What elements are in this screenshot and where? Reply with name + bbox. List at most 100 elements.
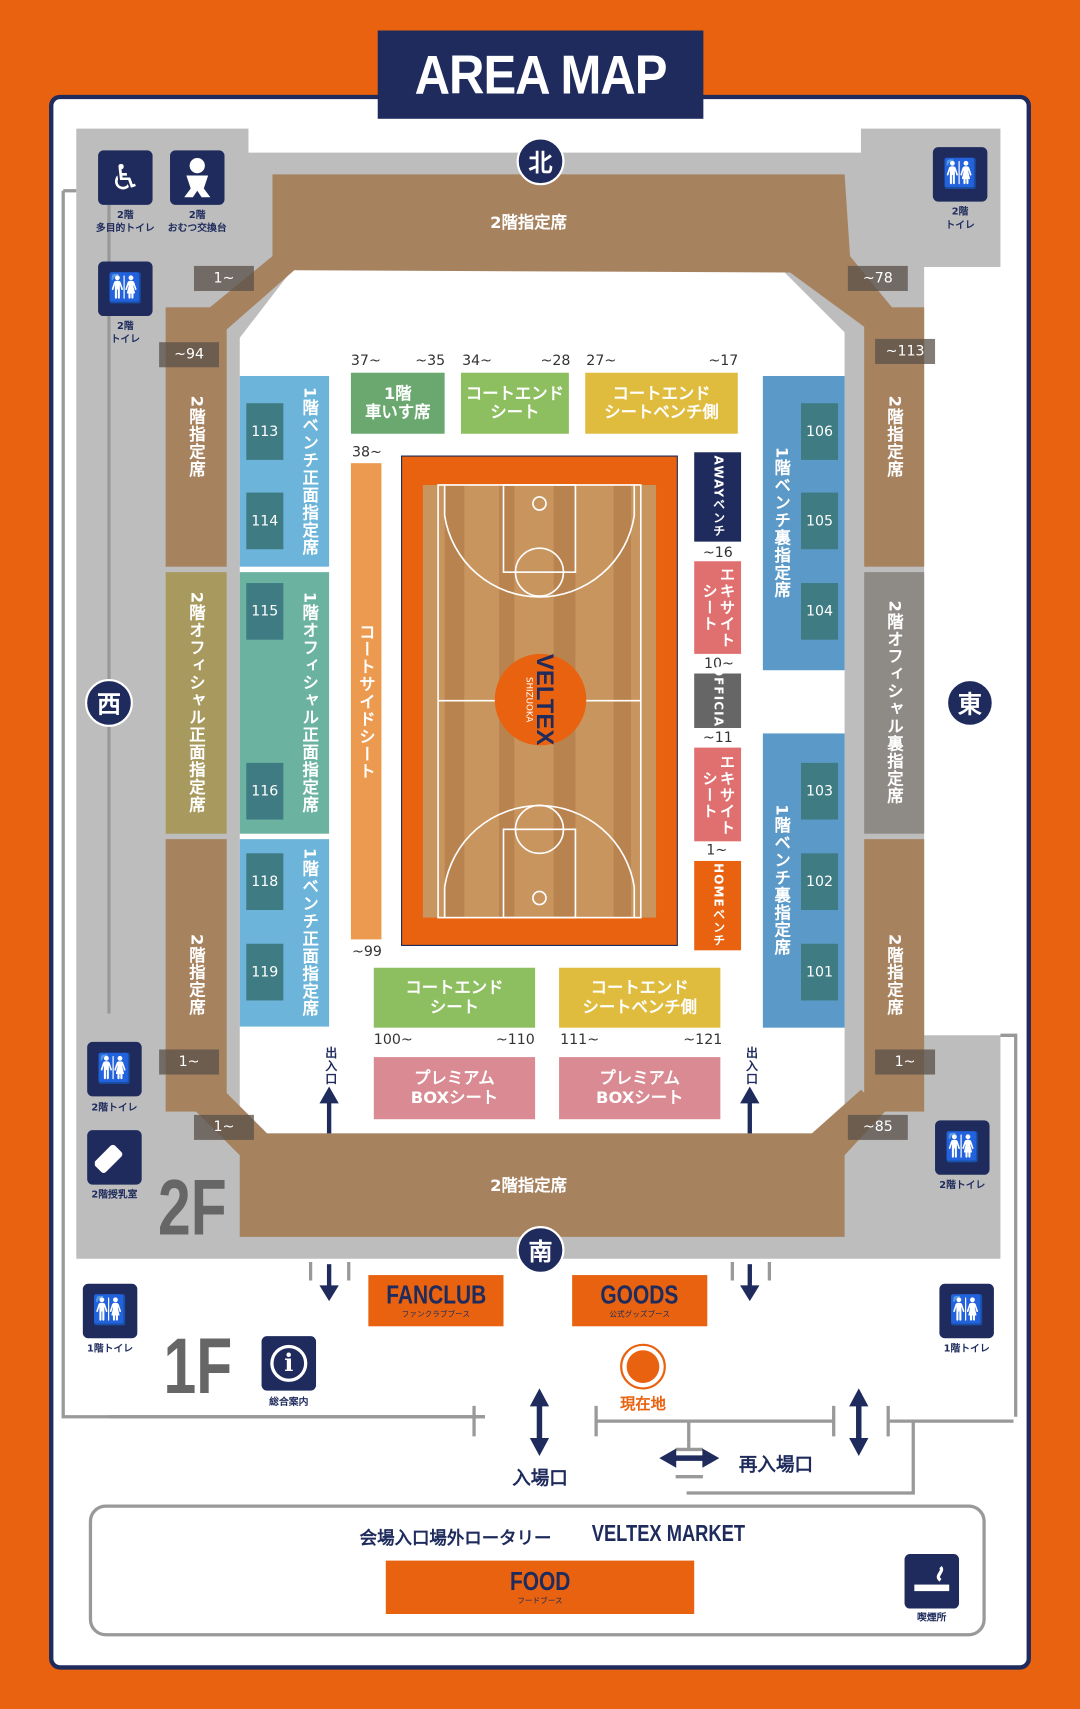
seat-range-to: ~99 [352, 943, 382, 961]
section-court-end-bench-south[interactable]: コートエンド シートベンチ側 [559, 967, 721, 1028]
page-title: AREA MAP [377, 30, 704, 119]
block-102[interactable]: 102 [801, 853, 839, 910]
booth-subtitle: ファンクラブブース [401, 1309, 471, 1319]
baby-changing-icon[interactable] [170, 150, 225, 205]
exit-arrows [319, 1086, 869, 1468]
stand-bottom-label: 2階指定席 [490, 1175, 567, 1196]
seat-tag: 1~ [193, 265, 254, 291]
section-court-end-north[interactable]: コートエンド シート [460, 372, 569, 434]
block-105[interactable]: 105 [801, 492, 839, 550]
seat-range-from: 100~ [373, 1032, 413, 1049]
block-101[interactable]: 101 [801, 943, 839, 1001]
toilet-icon[interactable]: 🚻 [932, 147, 988, 202]
block-116[interactable]: 116 [246, 762, 284, 820]
info-label: 総合案内 [269, 1397, 309, 1409]
team-logo: VELTEX SHIZUOKA [494, 653, 587, 746]
facility-name: トイレ [110, 334, 141, 346]
premium-box-left[interactable]: プレミアム BOXシート [373, 1057, 536, 1120]
multi-toilet-label: 2階多目的トイレ [87, 210, 163, 235]
section-courtside[interactable]: コートサイドシート [350, 463, 382, 940]
seat-range: 10~ [704, 656, 734, 673]
west-marker: 西 [85, 678, 133, 727]
block-106[interactable]: 106 [801, 403, 839, 460]
floor-1f-label: 1F [163, 1323, 233, 1411]
floor-label: 2階 [188, 210, 206, 222]
rotary-box [88, 1504, 986, 1637]
seat-range-from: 38~ [352, 444, 382, 461]
seat-range-from: 37~ [350, 353, 381, 370]
toilet-2f-right-label: 2階トイレ [922, 207, 998, 232]
toilet-2f-left-label: 2階トイレ [87, 321, 163, 346]
excite-seat-north[interactable]: エキサイトシート [694, 561, 742, 654]
toilet-icon[interactable]: 🚻 [935, 1120, 990, 1175]
smoking-label: 喫煙所 [917, 1612, 947, 1624]
baby-bottle-icon[interactable] [87, 1130, 142, 1185]
block-119[interactable]: 119 [246, 943, 284, 1001]
diaper-label: 2階おむつ交換台 [159, 210, 235, 235]
block-104[interactable]: 104 [801, 583, 839, 640]
current-location-marker [620, 1343, 666, 1390]
booth-title: FOOD [509, 1566, 571, 1597]
exit-label-right: 出入口 [744, 1046, 759, 1086]
seat-tag: 1~ [159, 1049, 220, 1075]
south-marker: 南 [516, 1226, 565, 1274]
logo-name: VELTEX [531, 653, 560, 746]
block-115[interactable]: 115 [246, 583, 284, 640]
section-wheelchair[interactable]: 1階 車いす席 [350, 372, 445, 434]
toilet-icon[interactable]: 🚻 [939, 1283, 994, 1339]
toilet-2f-bl-label: 2階トイレ [91, 1102, 138, 1114]
facility-name: おむつ交換台 [167, 223, 227, 234]
stand-left-official[interactable]: 2階オフィシャル正面指定席 [165, 572, 227, 834]
seat-range-to: ~35 [415, 353, 446, 370]
stand-right-official[interactable]: 2階オフィシャル裏指定席 [864, 572, 925, 834]
floor-2f-label: 2F [158, 1164, 227, 1253]
block-113[interactable]: 113 [246, 403, 284, 460]
block-114[interactable]: 114 [246, 492, 284, 550]
section-court-end-south[interactable]: コートエンド シート [373, 967, 536, 1028]
seat-tag: 1~ [875, 1049, 936, 1075]
toilet-icon[interactable]: 🚻 [87, 1041, 142, 1097]
premium-box-right[interactable]: プレミアム BOXシート [559, 1057, 721, 1120]
floor-label: 2階 [951, 207, 969, 218]
toilet-icon[interactable]: 🚻 [82, 1283, 138, 1339]
1f-walls [108, 1033, 1018, 1495]
toilet-1f-left-label: 1階トイレ [87, 1343, 134, 1355]
seat-range-to: ~121 [683, 1032, 723, 1049]
seat-range: 1~ [706, 842, 728, 859]
facility-name: 多目的トイレ [95, 223, 155, 234]
reentrance-label: 再入場口 [738, 1454, 813, 1477]
floor-label: 2階 [117, 210, 134, 222]
seat-range-from: 111~ [560, 1032, 600, 1049]
seat-tag: ~94 [159, 342, 220, 368]
facility-name: トイレ [945, 219, 975, 231]
section-label: 1階ベンチ正面指定席 [300, 848, 320, 1018]
stand-top-shape [199, 174, 900, 333]
smoking-icon[interactable] [904, 1554, 960, 1609]
seat-range: ~11 [702, 730, 733, 747]
section-court-end-bench-north[interactable]: コートエンド シートベンチ側 [585, 372, 738, 434]
home-bench[interactable]: HOMEベンチ [694, 860, 742, 951]
seat-range-from: 34~ [462, 353, 492, 370]
info-icon[interactable]: i [261, 1336, 317, 1391]
seat-range-to: ~17 [708, 353, 739, 370]
block-118[interactable]: 118 [246, 853, 284, 910]
market-name: VELTEX MARKET [591, 1521, 746, 1547]
block-103[interactable]: 103 [801, 762, 839, 820]
seat-range-to: ~28 [540, 353, 571, 370]
section-label: 1階ベンチ正面指定席 [300, 386, 320, 557]
toilet-icon[interactable]: 🚻 [98, 261, 153, 317]
away-bench[interactable]: AWAYベンチ [694, 452, 742, 542]
wheelchair-icon[interactable]: ♿ [98, 150, 153, 205]
exit-door-marks [308, 1261, 772, 1281]
exit-label-left: 出入口 [323, 1046, 338, 1086]
seat-range: ~16 [702, 544, 733, 562]
toilet-1f-right-label: 1階トイレ [943, 1343, 990, 1355]
booth-title: FANCLUB [385, 1279, 486, 1310]
excite-seat-south[interactable]: エキサイトシート [694, 747, 742, 842]
seat-tag: ~78 [847, 265, 908, 291]
booth-subtitle: フードブース [517, 1596, 563, 1605]
section-label: 1階ベンチ裏指定席 [772, 804, 792, 957]
